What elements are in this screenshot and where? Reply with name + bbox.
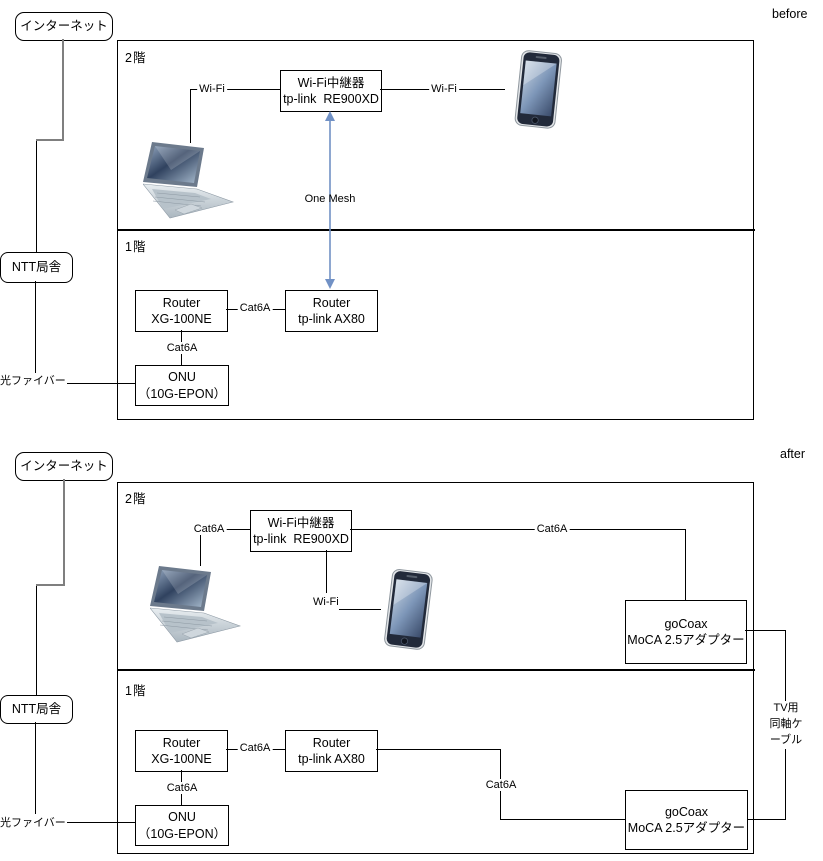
before-onu-node: ONU （10G-EPON） <box>135 365 229 406</box>
after-router1-name: Router <box>162 735 201 750</box>
after-internet-connector-h <box>36 584 65 586</box>
before-repeater-name: Wi-Fi中継器 <box>297 75 365 90</box>
after-repeater-phone-line-h <box>339 609 381 610</box>
before-internet-connector-h <box>36 139 64 141</box>
before-repeater-model: tp-link RE900XD <box>283 92 379 106</box>
before-laptop-drop-line <box>190 89 191 143</box>
after-section-label: after <box>780 447 806 461</box>
after-router-xg100ne-node: Router XG-100NE <box>135 730 228 772</box>
after-gocoax-2f-node: goCoax MoCA 2.5アダプター <box>625 600 747 664</box>
after-ax80-gocoax-line-h1 <box>376 749 500 750</box>
before-internet-connector-v <box>62 39 64 141</box>
laptop-image <box>143 142 235 219</box>
after-floor2-label: 2階 <box>125 492 147 506</box>
after-fiber-label: 光ファイバー <box>0 817 66 829</box>
after-ntt-label: NTT局舎 <box>11 702 62 717</box>
after-gocoax-2f-model: MoCA 2.5アダプター <box>627 633 745 647</box>
before-one-mesh-label: One Mesh <box>304 193 356 205</box>
before-onu-name: ONU <box>168 370 196 385</box>
after-tv-coax-line1: TV用 <box>773 702 799 714</box>
before-ntt-fiber-line <box>35 281 36 373</box>
before-internet-label: インターネット <box>20 19 108 34</box>
after-router1-model: XG-100NE <box>151 752 212 766</box>
before-router1-model: XG-100NE <box>151 312 212 326</box>
after-gocoax-1f-name: goCoax <box>664 804 709 819</box>
after-cat6a-ax80-gocoax-label: Cat6A <box>483 779 519 791</box>
after-cat6a-repeater-gocoax-label: Cat6A <box>534 523 570 535</box>
after-repeater-gocoax-line-v <box>685 529 686 600</box>
after-onu-node: ONU （10G-EPON） <box>135 805 229 846</box>
after-coax-line-bottom <box>746 819 786 820</box>
after-wifi-repeater-node: Wi-Fi中継器 tp-link RE900XD <box>250 510 352 552</box>
after-fiber-onu-line <box>67 822 135 823</box>
before-cat6a-routers-label: Cat6A <box>237 302 273 314</box>
before-ntt-node: NTT局舎 <box>0 252 73 283</box>
before-floor1-label: 1階 <box>125 240 147 254</box>
smartphone-image <box>513 49 565 136</box>
after-ntt-node: NTT局舎 <box>0 695 73 724</box>
after-internet-connector-v <box>63 479 65 586</box>
after-ntt-fiber-line <box>35 722 36 814</box>
before-cat6a-onu-label: Cat6A <box>164 342 200 354</box>
after-repeater-name: Wi-Fi中継器 <box>267 515 335 530</box>
after-tv-coax-label: TV用 同軸ケーブル <box>767 701 805 749</box>
before-internet-ntt-line <box>36 141 37 252</box>
before-floor-divider <box>117 229 755 231</box>
before-ntt-label: NTT局舎 <box>11 260 62 275</box>
before-router1-name: Router <box>162 295 201 310</box>
after-wifi-phone-label: Wi-Fi <box>313 596 339 608</box>
after-ax80-gocoax-line-h2 <box>500 819 625 820</box>
after-onu-model: （10G-EPON） <box>137 826 227 841</box>
before-section-label: before <box>772 7 808 21</box>
after-cat6a-onu-label: Cat6A <box>164 782 200 794</box>
after-onu-name: ONU <box>168 810 196 825</box>
after-router-ax80-node: Router tp-link AX80 <box>285 730 378 772</box>
after-repeater-phone-line-v <box>326 550 327 593</box>
before-fiber-label: 光ファイバー <box>0 375 66 387</box>
after-repeater-gocoax-line-h <box>350 529 685 530</box>
before-wifi-right-label: Wi-Fi <box>429 83 459 95</box>
after-tv-coax-line2: 同軸ケーブル <box>769 717 803 746</box>
after-gocoax-1f-model: MoCA 2.5アダプター <box>627 821 746 835</box>
after-internet-node: インターネット <box>15 452 113 481</box>
after-laptop-drop-line <box>200 532 201 566</box>
before-wifi-repeater-node: Wi-Fi中継器 tp-link RE900XD <box>280 70 382 112</box>
before-router2-model: tp-link AX80 <box>298 312 365 326</box>
after-cat6a-laptop-label: Cat6A <box>191 523 227 535</box>
after-gocoax-2f-name: goCoax <box>664 616 708 631</box>
before-laptop-repeater-line <box>190 89 280 90</box>
before-floor2-label: 2階 <box>125 51 147 65</box>
after-internet-ntt-line <box>36 586 37 695</box>
after-repeater-model: tp-link RE900XD <box>253 532 349 546</box>
before-router2-name: Router <box>312 295 351 310</box>
before-fiber-onu-line <box>67 383 135 384</box>
before-internet-node: インターネット <box>15 12 113 41</box>
after-router2-model: tp-link AX80 <box>298 752 365 766</box>
after-gocoax-1f-node: goCoax MoCA 2.5アダプター <box>625 790 748 850</box>
laptop-image <box>150 566 242 643</box>
after-router2-name: Router <box>312 735 351 750</box>
before-router-xg100ne-node: Router XG-100NE <box>135 290 228 332</box>
after-cat6a-routers-label: Cat6A <box>237 742 273 754</box>
before-wifi-left-label: Wi-Fi <box>197 83 227 95</box>
after-coax-line-top <box>745 630 786 631</box>
after-floor-divider <box>117 669 755 671</box>
before-onu-model: （10G-EPON） <box>137 386 227 401</box>
after-house-panel <box>117 482 754 854</box>
one-mesh-arrow <box>325 111 335 289</box>
before-router-ax80-node: Router tp-link AX80 <box>285 290 378 332</box>
after-floor1-label: 1階 <box>125 684 147 698</box>
smartphone-image <box>382 568 436 658</box>
after-internet-label: インターネット <box>20 459 108 474</box>
